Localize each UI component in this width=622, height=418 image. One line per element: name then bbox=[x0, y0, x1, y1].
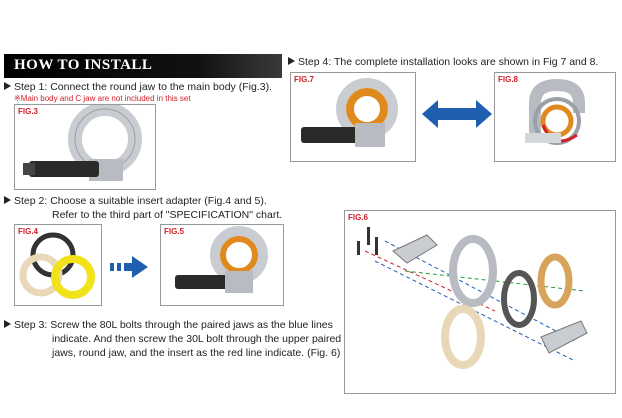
figure-3-label: FIG.3 bbox=[18, 107, 39, 116]
fig5-illustration bbox=[175, 226, 268, 293]
figure-7: FIG.7 bbox=[290, 72, 416, 162]
step-3-line-3: jaws, round jaw, and the insert as the r… bbox=[52, 347, 341, 359]
step-3-line-1: Step 3: Screw the 80L bolts through the … bbox=[14, 319, 333, 331]
step-4-label: Step 4: The complete installation looks … bbox=[298, 56, 599, 68]
step-3-line-2: indicate. And then screw the 30L bolt th… bbox=[52, 333, 342, 345]
right-arrow-icon bbox=[110, 256, 148, 278]
step-2-line-2: Refer to the third part of "SPECIFICATIO… bbox=[52, 209, 283, 221]
figure-7-label: FIG.7 bbox=[294, 75, 315, 84]
fig3-illustration bbox=[23, 105, 142, 181]
step-1-note: ※Main body and C jaw are not included in… bbox=[14, 94, 191, 103]
bullet-triangle-icon bbox=[4, 82, 11, 90]
figure-8-label: FIG.8 bbox=[498, 75, 519, 84]
step-1-text: Step 1: Connect the round jaw to the mai… bbox=[4, 80, 272, 94]
figure-4-label: FIG.4 bbox=[18, 227, 39, 236]
step-4-text: Step 4: The complete installation looks … bbox=[288, 55, 598, 69]
figure-4: FIG.4 bbox=[14, 224, 102, 306]
step-1-label: Step 1: Connect the round jaw to the mai… bbox=[14, 81, 272, 93]
step-2-text: Step 2: Choose a suitable insert adapter… bbox=[4, 194, 267, 208]
fig8-illustration bbox=[525, 78, 585, 145]
step-2-line-1: Step 2: Choose a suitable insert adapter… bbox=[14, 195, 267, 207]
step-3-text: Step 3: Screw the 80L bolts through the … bbox=[4, 318, 333, 332]
fig7-illustration bbox=[301, 78, 398, 147]
figure-5-label: FIG.5 bbox=[164, 227, 185, 236]
how-to-install-banner: HOW TO INSTALL bbox=[4, 54, 282, 78]
figure-6: FIG.6 bbox=[344, 210, 616, 394]
bullet-triangle-icon bbox=[288, 57, 295, 65]
figure-3: FIG.3 bbox=[14, 104, 156, 190]
fig4-illustration bbox=[19, 232, 95, 299]
fig6-exploded-diagram bbox=[357, 227, 588, 369]
bullet-triangle-icon bbox=[4, 196, 11, 204]
figure-5: FIG.5 bbox=[160, 224, 284, 306]
bullet-triangle-icon bbox=[4, 320, 11, 328]
figure-8: FIG.8 bbox=[494, 72, 616, 162]
double-arrow-icon bbox=[422, 100, 492, 128]
figure-6-label: FIG.6 bbox=[348, 213, 369, 222]
banner-title: HOW TO INSTALL bbox=[14, 57, 153, 73]
